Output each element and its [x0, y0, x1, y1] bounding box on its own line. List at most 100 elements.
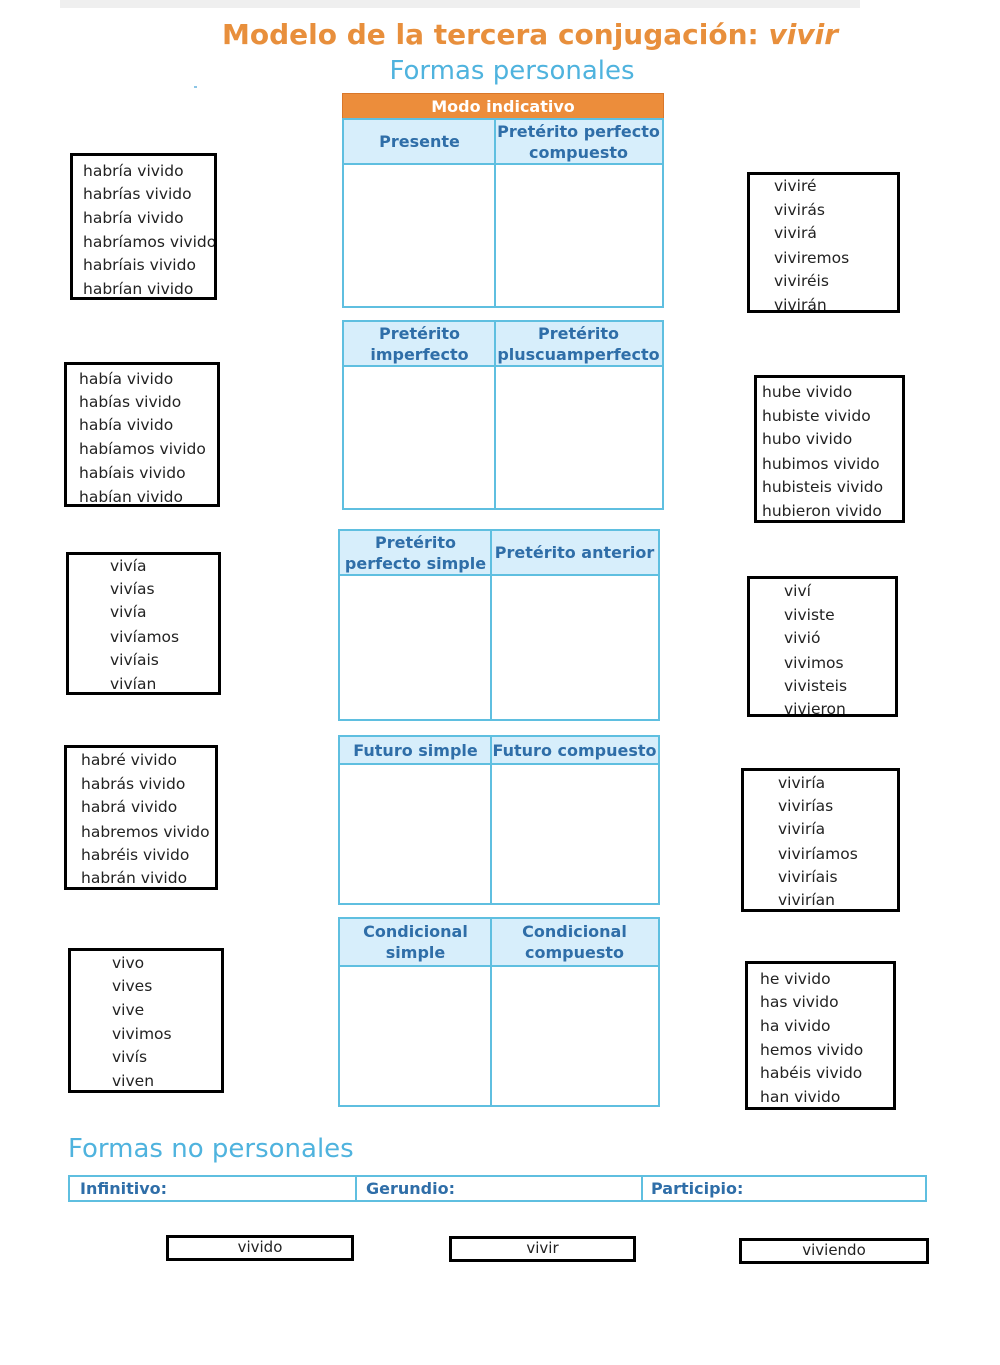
verb-form: habíamos vivido [79, 440, 206, 458]
verb-form: habrías vivido [83, 185, 192, 203]
table-header-left: Futuro simple [340, 737, 491, 765]
verb-form: ha vivido [760, 1017, 831, 1035]
verb-form: vivirían [778, 891, 835, 909]
answer-box[interactable]: había vivido habías vivido había vivido … [64, 362, 220, 507]
top-edge-bar [60, 0, 860, 8]
section-subtitle: Formas personales [389, 56, 635, 86]
verb-form: viviste [784, 606, 835, 624]
verb-form: viviríais [778, 868, 838, 886]
verb-form: hube vivido [762, 383, 853, 401]
answer-box[interactable]: habría vivido habrías vivido habría vivi… [70, 153, 217, 300]
answer-box[interactable]: viviré vivirás vivirá viviremos viviréis… [747, 172, 900, 313]
conjugation-table: Futuro simple Futuro compuesto [338, 735, 660, 905]
verb-form: vivirás [774, 201, 825, 219]
verb-form: vivisteis [784, 677, 848, 695]
column-divider [490, 737, 492, 903]
answer-box[interactable]: hube vivido hubiste vivido hubo vivido h… [754, 375, 905, 523]
verb-form: viviremos [774, 249, 850, 267]
verb-form: habré vivido [81, 751, 177, 769]
mode-label: Modo indicativo [342, 93, 664, 119]
verb-form: habríamos vivido [83, 233, 217, 251]
verb-form: habrá vivido [81, 798, 178, 816]
verb-form: hubieron vivido [762, 502, 882, 520]
verb-form: vivimos [112, 1025, 172, 1043]
answer-box[interactable]: habré vivido habrás vivido habrá vivido … [64, 745, 218, 890]
column-divider [355, 1177, 357, 1200]
verb-form: vivieron [784, 700, 846, 717]
infinitive-label: Infinitivo: [80, 1179, 168, 1198]
verb-form: vivías [110, 580, 155, 598]
table-header-right: Pretérito pluscuamperfecto [495, 322, 662, 367]
verb-form: viviría [778, 820, 826, 838]
column-divider [490, 919, 492, 1105]
answer-box[interactable]: he vivido has vivido ha vivido hemos viv… [745, 961, 896, 1110]
verb-form: habíais vivido [79, 464, 186, 482]
participle-label: Participio: [651, 1179, 744, 1198]
verb-form: viví [784, 582, 811, 600]
verb-form: has vivido [760, 993, 839, 1011]
table-header-right: Futuro compuesto [491, 737, 658, 765]
verb-form: hubimos vivido [762, 455, 880, 473]
verb-form: han vivido [760, 1088, 841, 1106]
verb-form: vivís [112, 1048, 148, 1066]
verb-form: habéis vivido [760, 1064, 863, 1082]
verb-form: habría vivido [83, 162, 184, 180]
verb-form: vivía [110, 603, 147, 621]
conjugation-table: Pretérito perfecto simple Pretérito ante… [338, 529, 660, 721]
verb-form: habían vivido [79, 488, 183, 506]
conjugation-table: Presente Pretérito perfecto compuesto [342, 118, 664, 308]
non-personal-title: Formas no personales [68, 1134, 354, 1164]
verb-form: habrán vivido [81, 869, 188, 887]
verb-form: habrían vivido [83, 280, 194, 298]
verb-form: hubo vivido [762, 430, 853, 448]
verb-form: viviría [778, 774, 826, 792]
verb-form: vivirías [778, 797, 834, 815]
verb-form: habrás vivido [81, 775, 186, 793]
answer-box[interactable]: vivir [449, 1236, 636, 1262]
verb-form: vivo [112, 954, 145, 972]
table-header-left: Pretérito perfecto simple [340, 531, 491, 576]
table-header-right: Pretérito anterior [491, 531, 658, 576]
verb-form: vivíamos [110, 628, 180, 646]
answer-box[interactable]: viví viviste vivió vivimos vivisteis viv… [747, 576, 898, 717]
gerund-label: Gerundio: [366, 1179, 455, 1198]
answer-box[interactable]: vivido [166, 1235, 354, 1261]
verb-form: habría vivido [83, 209, 184, 227]
verb-form: vive [112, 1001, 145, 1019]
verb-form: habías vivido [79, 393, 182, 411]
table-header-right: Condicional compuesto [491, 919, 658, 967]
conjugation-table: Condicional simple Condicional compuesto [338, 917, 660, 1107]
verb-form: vivían [110, 675, 157, 693]
answer-box[interactable]: viviría vivirías viviría viviríamos vivi… [741, 768, 900, 912]
answer-box[interactable]: vivo vives vive vivimos vivís viven [68, 948, 224, 1093]
answer-box[interactable]: viviendo [739, 1238, 929, 1264]
column-divider [641, 1177, 643, 1200]
verb-form: vivimos [784, 654, 844, 672]
table-header-left: Pretérito imperfecto [344, 322, 495, 367]
verb-form: había vivido [79, 416, 174, 434]
verb-form: vives [112, 977, 153, 995]
verb-form: hubiste vivido [762, 407, 871, 425]
verb-form: vivía [110, 557, 147, 575]
verb-form: viviríamos [778, 845, 858, 863]
non-personal-table: Infinitivo: Gerundio: Participio: [68, 1175, 927, 1202]
verb-form: viven [112, 1072, 155, 1090]
column-divider [494, 120, 496, 306]
verb-form: había vivido [79, 370, 174, 388]
conjugation-table: Pretérito imperfecto Pretérito pluscuamp… [342, 320, 664, 510]
verb-form: hemos vivido [760, 1041, 864, 1059]
page-title: Modelo de la tercera conjugación: vivir [0, 18, 1000, 51]
title-verb: vivir [768, 18, 839, 51]
verb-form: viviréis [774, 272, 829, 290]
verb-form: vivió [784, 629, 821, 647]
verb-form: habréis vivido [81, 846, 190, 864]
table-header-left: Condicional simple [340, 919, 491, 967]
answer-box[interactable]: vivía vivías vivía vivíamos vivíais viví… [66, 552, 221, 695]
column-divider [490, 531, 492, 719]
verb-form: hubisteis vivido [762, 478, 884, 496]
verb-form: vivirán [774, 296, 827, 313]
verb-form: vivíais [110, 651, 159, 669]
verb-form: vivirá [774, 224, 817, 242]
table-header-right: Pretérito perfecto compuesto [495, 120, 662, 165]
table-header-left: Presente [344, 120, 495, 165]
